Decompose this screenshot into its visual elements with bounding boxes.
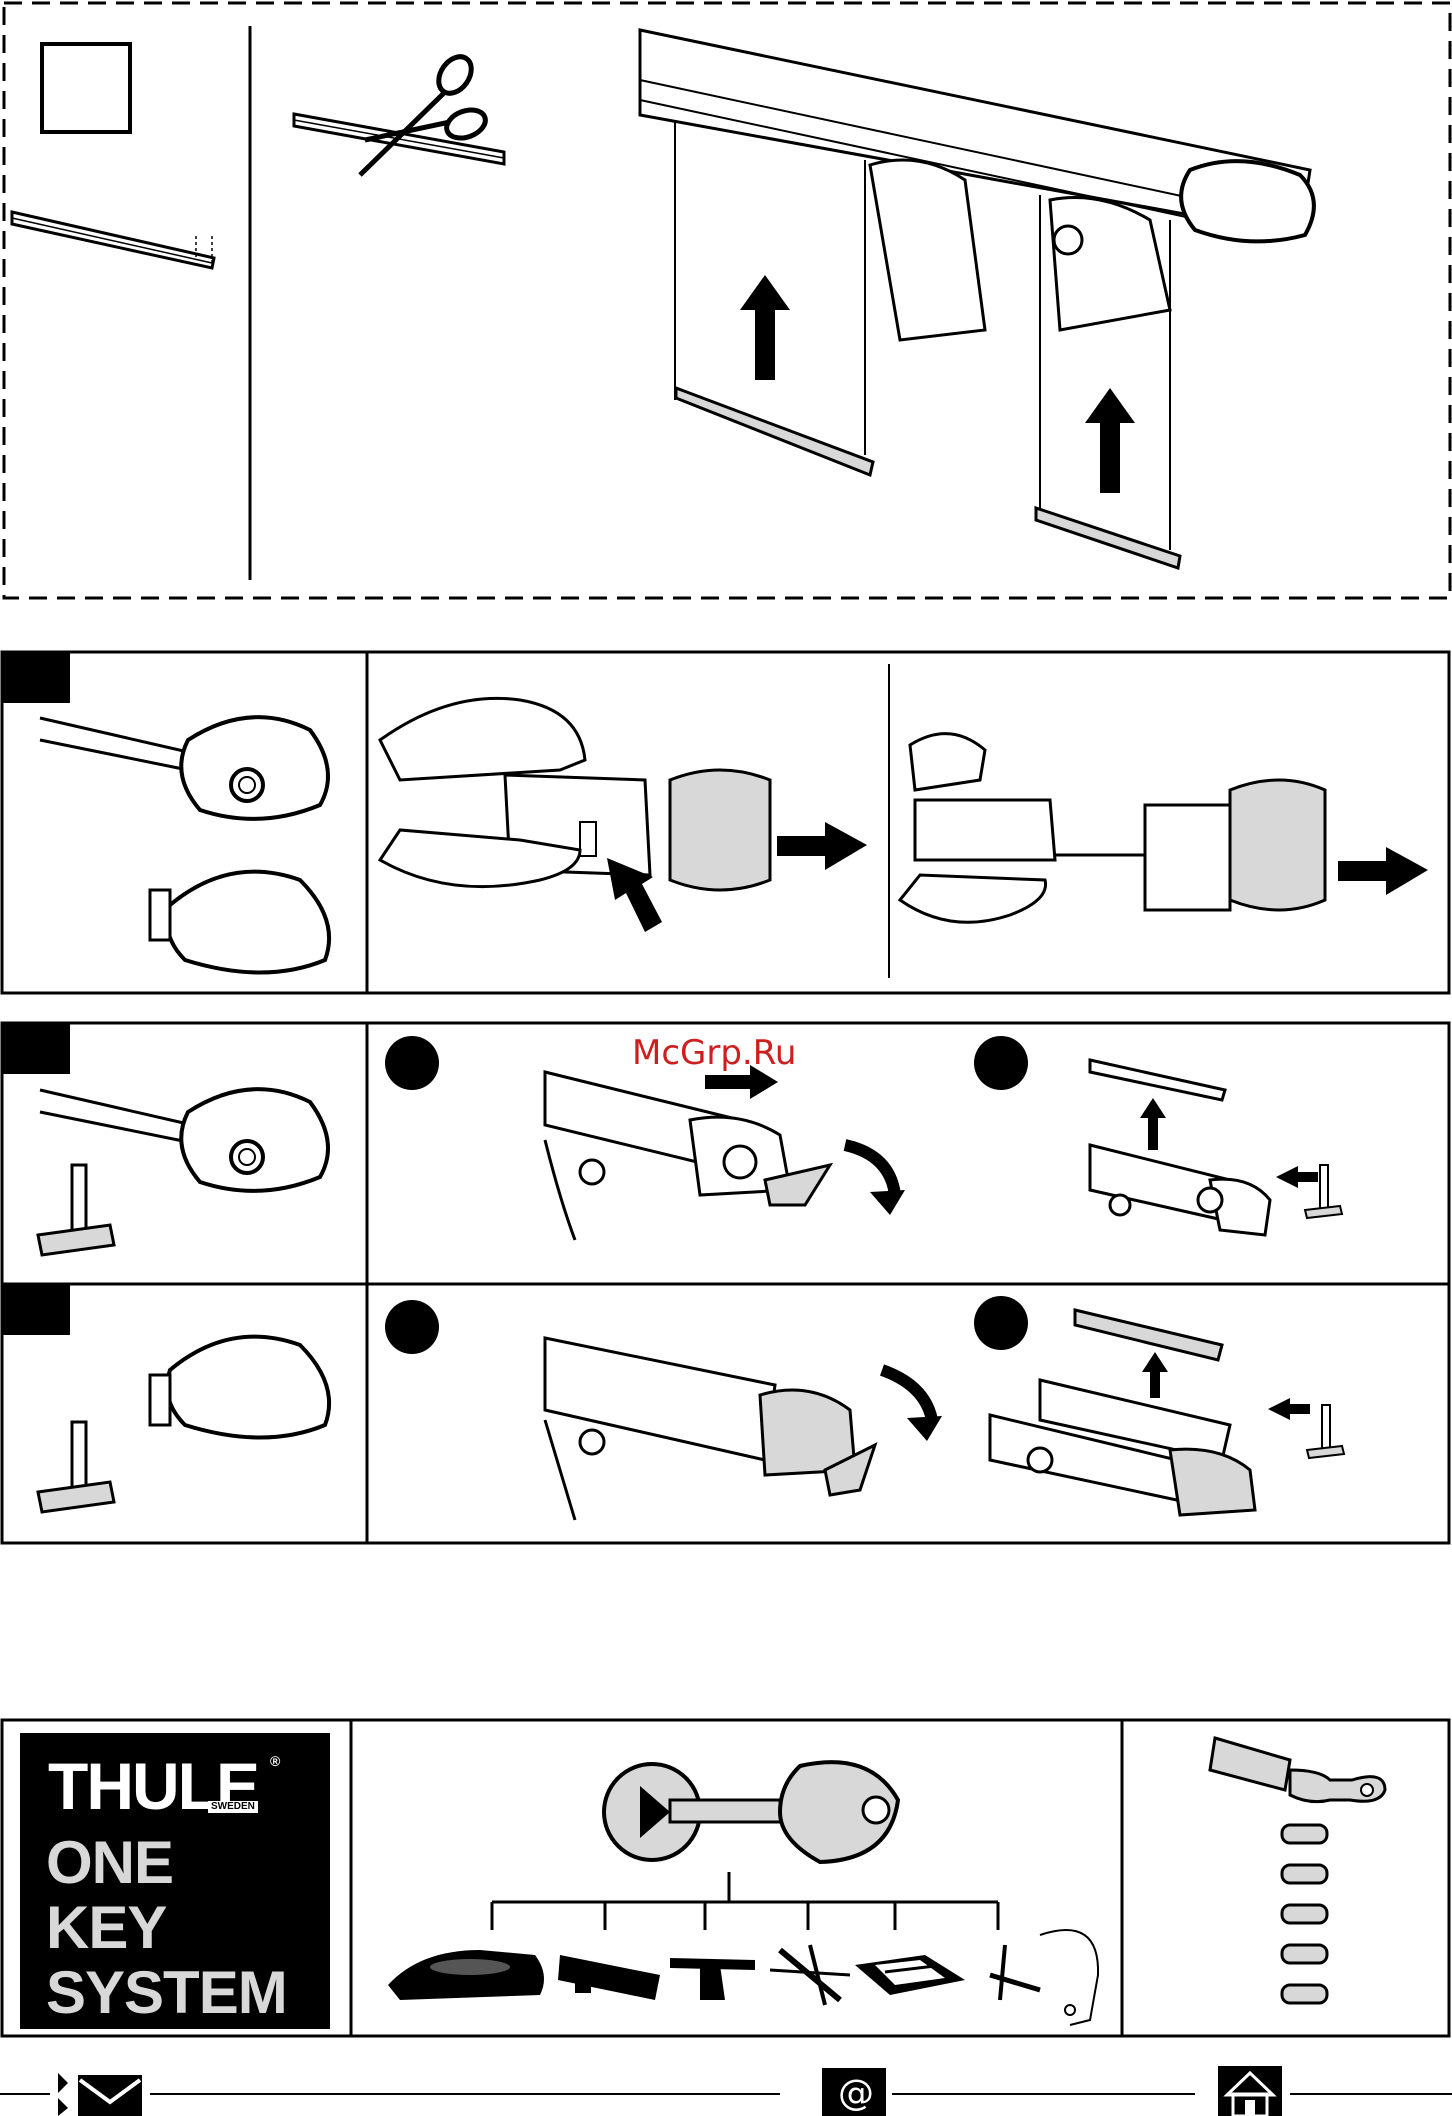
step-tab-row-3a bbox=[2, 1023, 70, 1074]
curved-arrow-2-head bbox=[907, 1416, 942, 1441]
left-arrow-small-2 bbox=[1268, 1398, 1310, 1420]
trim-strip-icon bbox=[12, 212, 214, 268]
at-sign-glyph: @ bbox=[836, 2072, 876, 2116]
lock-cylinder-icon bbox=[1210, 1738, 1385, 1802]
sub-step-marker-a bbox=[385, 1036, 439, 1090]
sub-step-marker-d bbox=[974, 1296, 1028, 1350]
load-basket-icon bbox=[855, 1955, 965, 1995]
scissors-icon bbox=[294, 51, 504, 175]
home-icon bbox=[1218, 2066, 1282, 2116]
sub-step-marker-b bbox=[974, 1036, 1028, 1090]
up-arrow-small-1 bbox=[1140, 1098, 1166, 1150]
up-arrow-small-2 bbox=[1142, 1352, 1168, 1398]
up-arrow-left bbox=[740, 275, 790, 380]
t-bolt-icon-4 bbox=[1307, 1405, 1344, 1458]
curved-arrow-1-head bbox=[870, 1190, 905, 1215]
end-cap-pair-illustration bbox=[40, 717, 329, 972]
roof-bar-large-illustration bbox=[640, 30, 1314, 568]
right-arrow-2 bbox=[1338, 847, 1428, 895]
brand-country: SWEDEN bbox=[208, 1801, 258, 1813]
hand-holding-bar-illustration bbox=[900, 734, 1325, 923]
step-number-box bbox=[42, 44, 130, 132]
key-icon bbox=[604, 1762, 898, 1862]
ski-carrier-icon bbox=[558, 1955, 660, 2000]
roof-box-icon bbox=[388, 1950, 544, 2000]
curved-arrow-2 bbox=[882, 1370, 932, 1420]
step-tab-row-2 bbox=[2, 652, 70, 703]
cycle-holder-icon bbox=[670, 1958, 755, 2000]
left-arrow-small-1 bbox=[1276, 1166, 1318, 1188]
t-bolt-icon-3 bbox=[38, 1422, 114, 1512]
brand-line-key: KEY bbox=[46, 1898, 166, 1958]
registered-mark: ® bbox=[270, 1753, 280, 1769]
compatibility-tree bbox=[492, 1872, 998, 1930]
t-bolt-icon-1 bbox=[38, 1165, 114, 1255]
right-arrow-1 bbox=[777, 822, 867, 870]
end-cap-rounded-illustration bbox=[150, 1337, 329, 1438]
step-tab-row-3b bbox=[2, 1284, 70, 1335]
strip-removal-illustration-1 bbox=[1090, 1060, 1270, 1235]
brand-line-system: SYSTEM bbox=[46, 1963, 287, 2023]
bike-carrier-icon bbox=[770, 1945, 850, 2005]
thule-logo-block: THULE ® SWEDEN ONE KEY SYSTEM bbox=[20, 1733, 330, 2029]
bar-end-open-illustration-1 bbox=[545, 1072, 830, 1240]
watermark-text: McGrp.Ru bbox=[632, 1036, 796, 1070]
brand-line-one: ONE bbox=[46, 1833, 173, 1893]
strip-removal-illustration-2 bbox=[990, 1310, 1255, 1515]
towbar-carrier-icon bbox=[990, 1930, 1098, 2025]
hand-removing-cap-illustration bbox=[380, 698, 770, 890]
bar-end-open-illustration-2 bbox=[545, 1338, 875, 1520]
curved-arrow-1 bbox=[845, 1145, 895, 1195]
envelope-icon bbox=[58, 2073, 142, 2116]
sub-step-marker-c bbox=[385, 1300, 439, 1354]
up-arrow-right bbox=[1085, 388, 1135, 493]
spare-lock-core-icon bbox=[1282, 1825, 1327, 2003]
